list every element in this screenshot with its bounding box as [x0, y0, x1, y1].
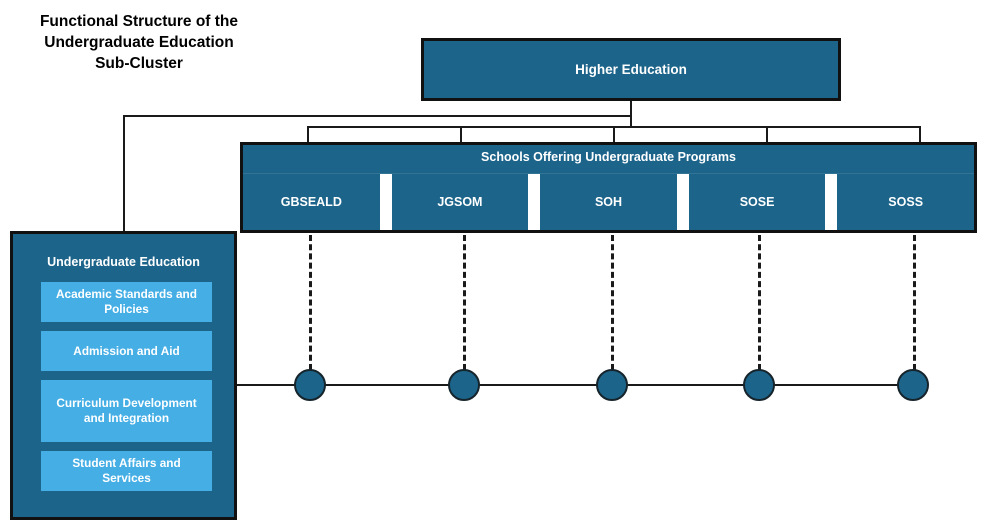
connector-hub-line	[237, 384, 925, 386]
connector-schools-drop-3	[613, 126, 615, 143]
school-label-jgsom: JGSOM	[437, 195, 483, 209]
school-label-gbseald: GBSEALD	[280, 195, 342, 209]
school-label-soss: SOSS	[888, 195, 924, 209]
undergrad-function-list: Academic Standards and Policies Admissio…	[41, 282, 212, 500]
school-label-sose: SOSE	[739, 195, 775, 209]
undergrad-panel-label: Undergraduate Education	[47, 255, 200, 269]
connector-root-to-undergrad-vertical	[123, 115, 125, 233]
function-academic-standards-and-policies[interactable]: Academic Standards and Policies	[41, 282, 212, 322]
school-cell-gbseald[interactable]: GBSEALD	[243, 174, 380, 230]
dashed-link-sose	[758, 235, 761, 370]
hub-node-soss[interactable]	[897, 369, 929, 401]
function-admission-and-aid[interactable]: Admission and Aid	[41, 331, 212, 371]
connector-schools-drop-2	[460, 126, 462, 143]
school-separator-4	[825, 174, 838, 230]
hub-node-soh[interactable]	[596, 369, 628, 401]
schools-cell-row: GBSEALD JGSOM SOH SOSE SOSS	[243, 174, 974, 230]
school-separator-3	[676, 174, 689, 230]
connector-schools-drop-5	[919, 126, 921, 143]
hub-node-gbseald[interactable]	[294, 369, 326, 401]
node-higher-education-label: Higher Education	[575, 62, 687, 77]
schools-banner-label: Schools Offering Undergraduate Programs	[481, 150, 736, 164]
school-label-soh: SOH	[594, 195, 623, 209]
connector-root-stem	[630, 101, 632, 127]
function-curriculum-development-and-integration[interactable]: Curriculum Development and Integration	[41, 380, 212, 442]
hub-node-sose[interactable]	[743, 369, 775, 401]
function-student-affairs-and-services[interactable]: Student Affairs and Services	[41, 451, 212, 491]
school-separator-2	[528, 174, 541, 230]
connector-schools-drop-1	[307, 126, 309, 143]
schools-banner-divider	[243, 173, 974, 174]
hub-node-jgsom[interactable]	[448, 369, 480, 401]
school-cell-soss[interactable]: SOSS	[837, 174, 974, 230]
connector-schools-drop-4	[766, 126, 768, 143]
dashed-link-soh	[611, 235, 614, 370]
dashed-link-jgsom	[463, 235, 466, 370]
node-schools-offering-undergraduate-programs[interactable]: Schools Offering Undergraduate Programs …	[240, 142, 977, 233]
school-cell-jgsom[interactable]: JGSOM	[392, 174, 529, 230]
dashed-link-gbseald	[309, 235, 312, 370]
page-title: Functional Structure of the Undergraduat…	[39, 13, 239, 72]
node-undergraduate-education[interactable]: Undergraduate Education Academic Standar…	[10, 231, 237, 520]
dashed-link-soss	[913, 235, 916, 370]
school-cell-sose[interactable]: SOSE	[689, 174, 826, 230]
connector-root-to-undergrad-horizontal	[123, 115, 631, 117]
node-higher-education[interactable]: Higher Education	[421, 38, 841, 101]
school-separator-1	[379, 174, 392, 230]
school-cell-soh[interactable]: SOH	[540, 174, 677, 230]
